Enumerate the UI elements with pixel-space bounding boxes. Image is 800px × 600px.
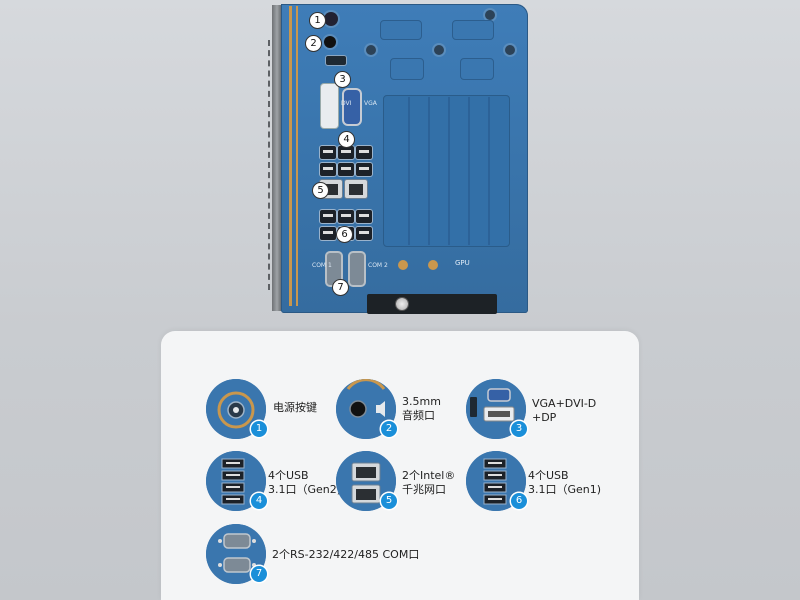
gpu-slot-divider (468, 97, 470, 245)
callout-2: 2 (305, 35, 322, 52)
legend-badge-3: 3 (511, 421, 527, 437)
com2-label: COM 2 (368, 262, 388, 269)
legend-label-com: 2个RS-232/422/485 COM口 (272, 548, 420, 561)
legend-badge-7: 7 (251, 566, 267, 582)
gpu-slot-marker (428, 260, 438, 270)
legend-label-usb-gen1: 4个USB 3.1口（Gen1) (528, 469, 602, 496)
usb-port (356, 163, 372, 176)
power-button (324, 12, 338, 26)
vga-port (344, 90, 360, 124)
legend-label-usb-gen2: 4个USB 3.1口（Gen2) (268, 469, 342, 496)
callout-7: 7 (332, 279, 349, 296)
gold-trim-left (289, 6, 292, 306)
legend-card: 1 电源按键 2 3.5mm 音频口 (161, 331, 639, 600)
device-rear-panel-image: GPU DVI VGA COM 1 COM 2 1 2 3 4 5 6 7 (268, 4, 528, 314)
gpu-label: GPU (455, 259, 470, 267)
blank-cover (452, 20, 494, 40)
usb-port (320, 210, 336, 223)
callout-4: 4 (338, 131, 355, 148)
lan-port (345, 180, 367, 198)
dvi-port (321, 84, 338, 128)
screw-hole (434, 45, 444, 55)
screw-hole (366, 45, 376, 55)
audio-jack-icon (336, 379, 396, 439)
gpu-slot-divider (448, 97, 450, 245)
bottom-bracket (367, 294, 497, 314)
callout-3: 3 (334, 71, 351, 88)
usb-port (356, 210, 372, 223)
ethernet-port-icon (336, 451, 396, 511)
gpu-slot-divider (428, 97, 430, 245)
com-port-2 (350, 253, 364, 285)
thumb-screw (396, 298, 408, 310)
gpu-slot-marker (398, 260, 408, 270)
legend-label-audio: 3.5mm 音频口 (402, 395, 441, 422)
legend-badge-2: 2 (381, 421, 397, 437)
chassis-back-edge (268, 40, 276, 290)
audio-jack (324, 36, 336, 48)
legend-badge-1: 1 (251, 421, 267, 437)
blank-cover (460, 58, 494, 80)
usb-port (320, 227, 336, 240)
legend-label-video: VGA+DVI-D +DP (532, 397, 597, 424)
usb-port (338, 210, 354, 223)
legend-badge-6: 6 (511, 493, 527, 509)
callout-1: 1 (309, 12, 326, 29)
gpu-slot-divider (488, 97, 490, 245)
callout-5: 5 (312, 182, 329, 199)
dp-port (326, 56, 346, 65)
legend-label-power: 电源按键 (273, 401, 317, 414)
power-button-icon (206, 379, 266, 439)
usb-port (356, 146, 372, 159)
callout-6: 6 (336, 226, 353, 243)
dvi-label: DVI (341, 100, 352, 107)
usb-port (320, 146, 336, 159)
usb-port (338, 146, 354, 159)
gpu-bay (383, 95, 510, 247)
legend-badge-4: 4 (251, 493, 267, 509)
vga-label: VGA (364, 100, 377, 107)
legend-badge-5: 5 (381, 493, 397, 509)
usb-port (356, 227, 372, 240)
usb-port (320, 163, 336, 176)
com1-label: COM 1 (312, 262, 332, 269)
chassis-side (272, 5, 282, 311)
gpu-slot-divider (408, 97, 410, 245)
blank-cover (390, 58, 424, 80)
screw-hole (505, 45, 515, 55)
legend-label-lan: 2个Intel® 千兆网口 (402, 469, 456, 496)
gold-trim-right (296, 6, 298, 306)
usb-port (338, 163, 354, 176)
blank-cover (380, 20, 422, 40)
com-port-1 (327, 253, 341, 285)
screw-hole (485, 10, 495, 20)
